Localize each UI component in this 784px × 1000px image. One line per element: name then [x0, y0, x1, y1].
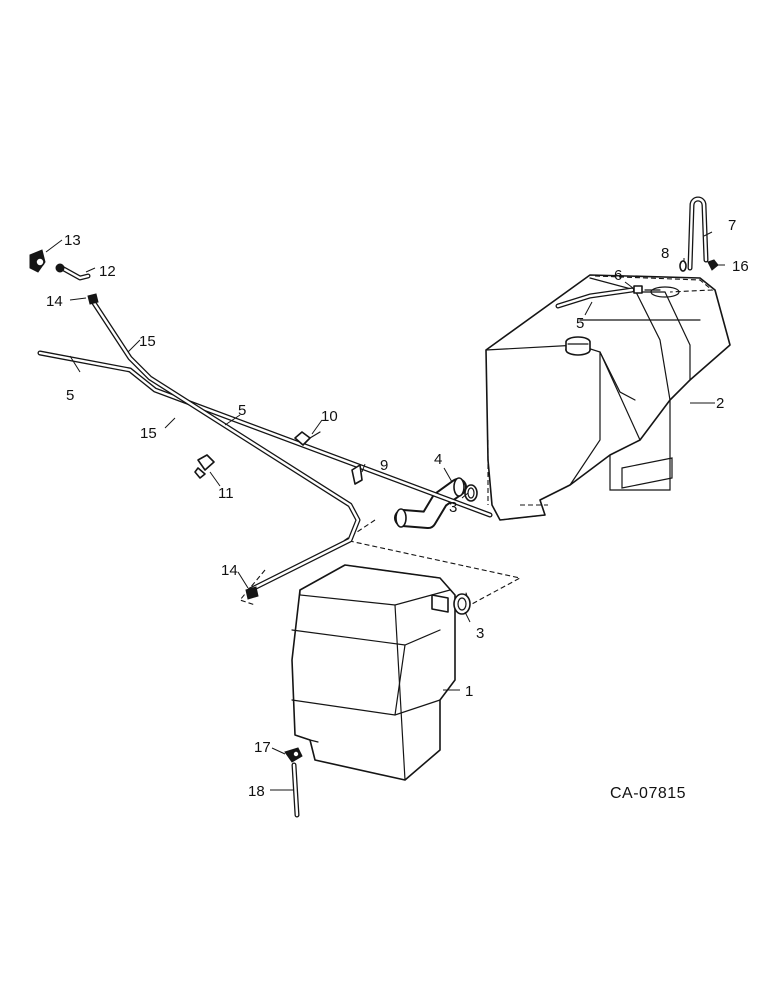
clip-10 — [294, 431, 321, 446]
callout-1: 1 — [465, 683, 473, 700]
hose-18 — [291, 762, 300, 818]
fitting-12 — [55, 263, 91, 281]
callout-15-upper: 15 — [139, 333, 156, 350]
fuel-line-outline — [239, 569, 266, 606]
fuel-line-5 — [37, 350, 493, 518]
grommet-8 — [679, 260, 687, 272]
connecting-hose — [394, 477, 467, 529]
nut-14-lower — [245, 586, 259, 600]
callout-14-lower: 14 — [221, 562, 238, 579]
clip-9 — [351, 464, 363, 485]
valve-13 — [29, 249, 46, 273]
callout-10: 10 — [321, 408, 338, 425]
callout-2: 2 — [716, 395, 724, 412]
valve-17 — [284, 747, 303, 763]
callout-6: 6 — [614, 267, 622, 284]
callout-3-upper: 3 — [449, 499, 457, 516]
callout-17: 17 — [254, 739, 271, 756]
callout-7: 7 — [728, 217, 736, 234]
leader-lines — [45, 231, 725, 791]
hose-clamp-upper — [464, 484, 478, 502]
lower-fuel-tank — [291, 564, 456, 781]
callouts: 1 2 3 3 4 5 5 5 6 7 8 9 10 11 12 13 14 1… — [46, 217, 749, 800]
callout-18: 18 — [248, 783, 265, 800]
callout-8: 8 — [661, 245, 669, 262]
hose-clamp-lower — [431, 593, 471, 615]
callout-5-mid: 5 — [238, 402, 246, 419]
callout-16: 16 — [732, 258, 749, 275]
callout-15-lower: 15 — [140, 425, 157, 442]
connector-6 — [633, 285, 661, 294]
callout-4: 4 — [434, 451, 442, 468]
callout-14-upper: 14 — [46, 293, 63, 310]
callout-12: 12 — [99, 263, 116, 280]
transfer-outline — [343, 519, 522, 606]
clip-11 — [194, 454, 215, 479]
upper-fuel-tank — [485, 274, 731, 521]
callout-3-lower: 3 — [476, 625, 484, 642]
callout-5-left: 5 — [66, 387, 74, 404]
callout-9: 9 — [380, 457, 388, 474]
fuel-line-15 — [91, 300, 361, 593]
callout-11: 11 — [218, 485, 234, 502]
callout-5-right: 5 — [576, 315, 584, 332]
drawing-code: CA-07815 — [610, 785, 686, 802]
vent-tube — [687, 196, 709, 271]
vent-hose-5 — [555, 287, 635, 309]
nut-14-upper — [87, 293, 99, 305]
callout-13: 13 — [64, 232, 81, 249]
